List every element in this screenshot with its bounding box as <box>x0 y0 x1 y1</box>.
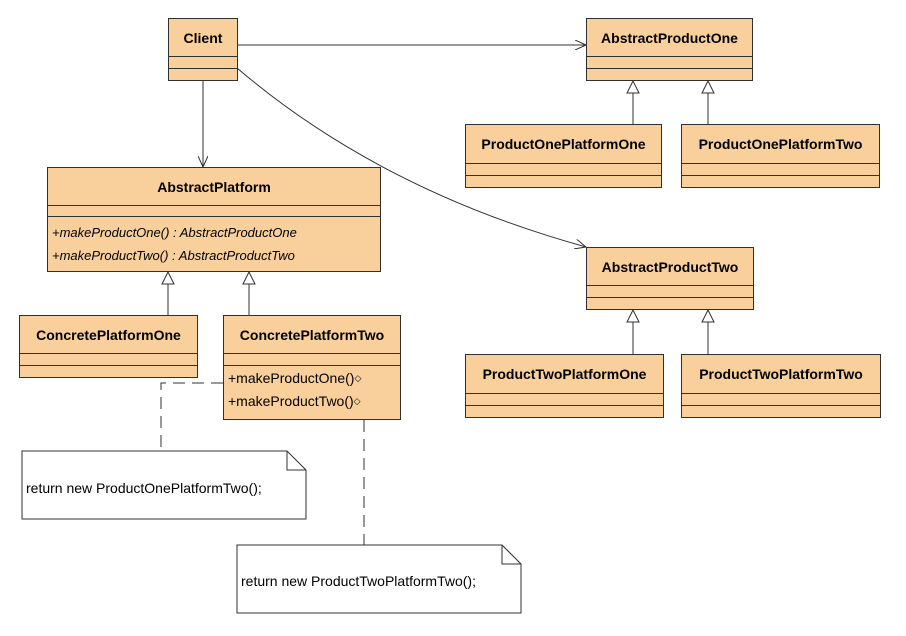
class-name: ProductOnePlatformOne <box>466 125 661 164</box>
class-name: AbstractPlatform <box>48 168 380 206</box>
note-one-text: return new ProductOnePlatformTwo(); <box>26 480 262 496</box>
class-abstract-platform[interactable]: AbstractPlatform +makeProductOne() : Abs… <box>47 167 381 272</box>
generalization-producttwoplatformone <box>626 308 640 354</box>
class-product-two-platform-one[interactable]: ProductTwoPlatformOne <box>465 354 664 418</box>
operations-section <box>682 176 879 187</box>
operation-line: +makeProductOne()◇ <box>224 367 400 390</box>
class-name: ConcretePlatformOne <box>20 316 197 354</box>
generalization-concreteplatformtwo <box>242 270 256 315</box>
class-name: ProductOnePlatformTwo <box>682 125 879 164</box>
class-concrete-platform-two[interactable]: ConcretePlatformTwo +makeProductOne()◇ +… <box>223 315 401 420</box>
attributes-section <box>682 164 879 176</box>
attributes-section <box>466 164 661 176</box>
class-concrete-platform-one[interactable]: ConcretePlatformOne <box>19 315 198 378</box>
operation-marker-icon: ◇ <box>353 396 361 406</box>
note-link-one <box>160 382 223 451</box>
operations-section <box>466 406 663 417</box>
note-two-shape <box>236 544 522 614</box>
operation: +makeProductOne() <box>228 370 355 386</box>
attributes-section <box>682 394 880 406</box>
operation-line: +makeProductTwo()◇ <box>224 390 400 413</box>
class-product-one-platform-two[interactable]: ProductOnePlatformTwo <box>681 124 880 188</box>
class-name: Client <box>169 19 237 57</box>
operations-section <box>587 69 752 80</box>
class-name: ProductTwoPlatformTwo <box>682 355 880 394</box>
operations-section <box>169 69 237 80</box>
operation-marker-icon: ◇ <box>354 373 362 383</box>
class-abstract-product-two[interactable]: AbstractProductTwo <box>586 247 754 310</box>
generalization-productoneplatformone <box>626 79 640 124</box>
attributes-section <box>169 57 237 69</box>
class-product-two-platform-two[interactable]: ProductTwoPlatformTwo <box>681 354 881 418</box>
class-name: ConcretePlatformTwo <box>224 316 400 354</box>
operation: +makeProductOne() : AbstractProductOne <box>52 225 297 240</box>
note-two-text: return new ProductTwoPlatformTwo(); <box>241 573 476 589</box>
class-name: ProductTwoPlatformOne <box>466 355 663 394</box>
attributes-section <box>587 57 752 69</box>
attributes-section <box>466 394 663 406</box>
class-client[interactable]: Client <box>168 18 238 81</box>
class-name: AbstractProductTwo <box>587 248 753 286</box>
generalization-productoneplatformtwo <box>701 79 715 124</box>
operations-section <box>20 366 197 377</box>
attributes-section <box>20 354 197 366</box>
generalization-concreteplatformone <box>161 270 175 315</box>
operations-section <box>466 176 661 187</box>
operations-section <box>587 298 753 309</box>
note-one-shape <box>21 450 307 520</box>
operation: +makeProductTwo() : AbstractProductTwo <box>52 248 295 263</box>
operation: +makeProductTwo() <box>228 393 354 409</box>
attributes-section <box>48 206 380 217</box>
operations-section <box>682 406 880 417</box>
class-abstract-product-one[interactable]: AbstractProductOne <box>586 18 753 81</box>
operations-section: +makeProductOne()◇ +makeProductTwo()◇ <box>224 366 400 413</box>
generalization-producttwoplatformtwo <box>701 308 715 354</box>
attributes-section <box>224 354 400 366</box>
class-product-one-platform-one[interactable]: ProductOnePlatformOne <box>465 124 662 188</box>
operations-section: +makeProductOne() : AbstractProductOne +… <box>48 217 380 267</box>
assoc-client-abstractproducttwo <box>236 67 586 247</box>
class-name: AbstractProductOne <box>587 19 752 57</box>
attributes-section <box>587 286 753 298</box>
